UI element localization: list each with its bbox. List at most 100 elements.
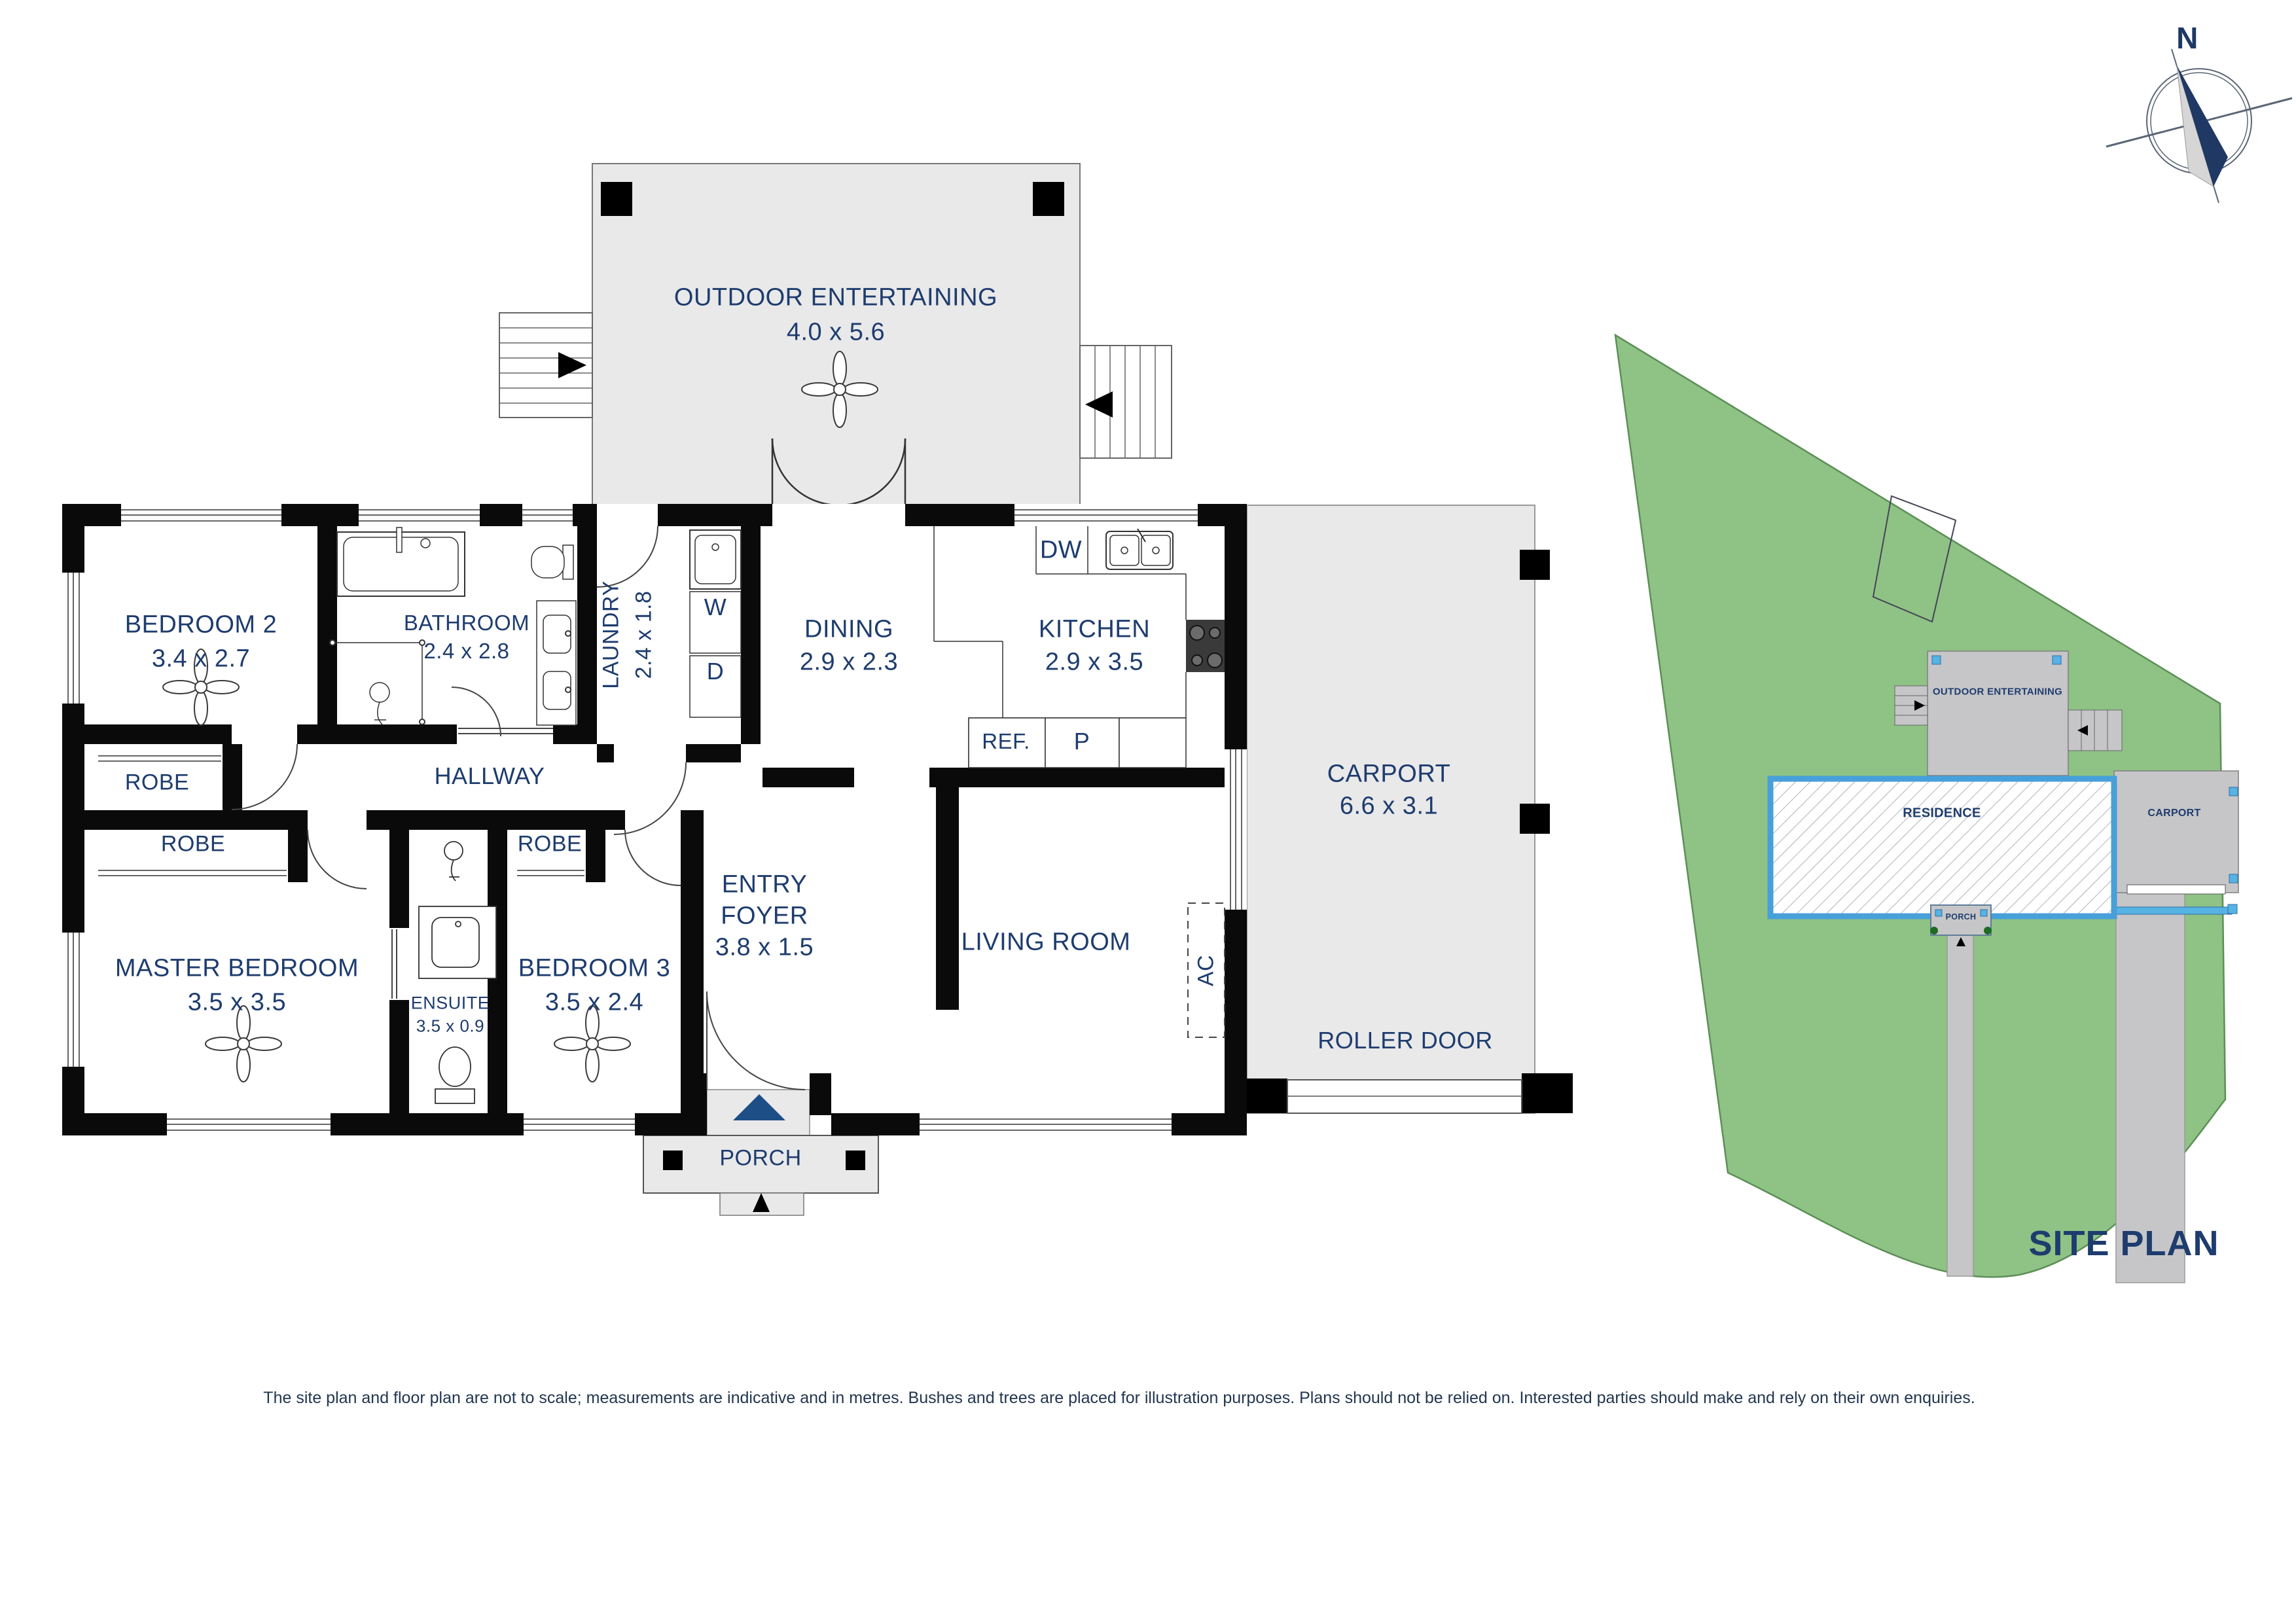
kitchen-name: KITCHEN bbox=[1038, 615, 1151, 643]
porch-name: PORCH bbox=[719, 1145, 802, 1171]
robe-label: ROBE bbox=[124, 770, 190, 795]
dryer-label: D bbox=[706, 658, 725, 685]
kitchen-fixtures bbox=[933, 526, 1225, 768]
stairs-arrow-icon bbox=[1085, 391, 1113, 418]
ensuite-fixtures bbox=[418, 841, 497, 1104]
roller-door bbox=[1287, 1079, 1522, 1114]
site-entry-arrow-icon bbox=[1956, 937, 1965, 946]
bedroom3-name: BEDROOM 3 bbox=[518, 954, 671, 982]
site-porch bbox=[1930, 904, 1992, 946]
carport-area bbox=[1246, 505, 1573, 1114]
shower-rose bbox=[369, 682, 390, 703]
laundry-fixtures bbox=[689, 529, 742, 718]
roller-door-label: ROLLER DOOR bbox=[1318, 1027, 1493, 1054]
kitchen-dims: 2.9 x 3.5 bbox=[1045, 648, 1144, 676]
ac-label: AC bbox=[1193, 954, 1219, 987]
site-stairs bbox=[1894, 685, 2123, 751]
stairs-right bbox=[1079, 345, 1172, 459]
entry-foyer-dims: 3.8 x 1.5 bbox=[715, 933, 814, 961]
bathroom-dims: 2.4 x 2.8 bbox=[423, 639, 510, 663]
entry-foyer-line1: ENTRY bbox=[721, 870, 808, 899]
bush-icon bbox=[1984, 927, 1992, 935]
fan-icon bbox=[205, 1005, 282, 1082]
site-path bbox=[1946, 933, 1974, 1277]
compass-needle bbox=[2177, 65, 2228, 187]
dryer-box bbox=[689, 655, 742, 718]
fridge-label: REF. bbox=[982, 729, 1030, 753]
carport-post bbox=[1520, 804, 1550, 834]
site-residence bbox=[1767, 776, 2117, 919]
entry-arrow-icon bbox=[753, 1193, 770, 1212]
porch-post bbox=[663, 1150, 683, 1170]
deck-post bbox=[601, 182, 632, 216]
carport-dims: 6.6 x 3.1 bbox=[1339, 792, 1439, 820]
site-roller-door bbox=[2126, 884, 2226, 895]
porch-post bbox=[846, 1150, 865, 1170]
carport-post bbox=[1522, 1073, 1573, 1113]
site-plan-title: SITE PLAN bbox=[2028, 1224, 2219, 1263]
compass-icon bbox=[2106, 48, 2293, 204]
disclaimer-text: The site plan and floor plan are not to … bbox=[263, 1389, 1975, 1407]
bedroom2-name: BEDROOM 2 bbox=[124, 611, 278, 639]
bedroom2-dims: 3.4 x 2.7 bbox=[151, 645, 251, 673]
kitchen-sink bbox=[1105, 528, 1174, 570]
shower-rose bbox=[444, 841, 463, 861]
washer-label: W bbox=[704, 594, 727, 620]
outdoor-dims: 4.0 x 5.6 bbox=[786, 318, 886, 346]
dining-name: DINING bbox=[804, 615, 893, 643]
dishwasher-label: DW bbox=[1039, 536, 1083, 564]
ac-unit bbox=[1187, 902, 1225, 1038]
bush-icon bbox=[1930, 927, 1938, 935]
site-carport bbox=[2113, 770, 2239, 893]
robe-label: ROBE bbox=[517, 831, 583, 857]
porch-area bbox=[643, 1089, 879, 1216]
site-shed-outline bbox=[1872, 495, 1957, 623]
robe-shelves bbox=[98, 755, 584, 876]
laundry-name: LAUNDRY bbox=[598, 580, 624, 689]
pantry bbox=[1045, 717, 1120, 768]
stairs-left bbox=[499, 312, 593, 418]
ensuite-dims: 3.5 x 0.9 bbox=[416, 1016, 485, 1036]
pantry-label: P bbox=[1073, 728, 1090, 755]
outdoor-entertaining-area bbox=[499, 163, 1172, 507]
carport-name: CARPORT bbox=[1327, 760, 1451, 788]
interior-walls bbox=[62, 526, 1225, 1113]
double-door-arcs bbox=[771, 438, 906, 507]
bathroom-name: BATHROOM bbox=[403, 611, 530, 635]
deck-post bbox=[1033, 182, 1064, 216]
carport-post bbox=[1520, 550, 1550, 580]
site-residence-label: RESIDENCE bbox=[1903, 806, 1981, 821]
site-porch-label: PORCH bbox=[1945, 912, 1977, 921]
laundry-dims: 2.4 x 1.8 bbox=[631, 590, 656, 679]
bedroom3-dims: 3.5 x 2.4 bbox=[545, 988, 644, 1016]
cooktop bbox=[1186, 620, 1225, 672]
fridge-space bbox=[968, 717, 1046, 768]
fan-icon bbox=[162, 649, 240, 726]
toilet bbox=[439, 1046, 471, 1087]
entry-triangle-icon bbox=[733, 1094, 785, 1120]
stairs-arrow-icon bbox=[558, 352, 586, 378]
ceiling-fan-icons bbox=[162, 351, 878, 1082]
robe-label: ROBE bbox=[160, 831, 226, 857]
fan-icon bbox=[801, 351, 878, 428]
site-plan bbox=[1614, 333, 2239, 1283]
washer-box bbox=[689, 591, 742, 654]
site-carport-label: CARPORT bbox=[2147, 808, 2201, 819]
site-outdoor-area bbox=[1927, 651, 2069, 776]
ensuite-name: ENSUITE bbox=[410, 993, 490, 1013]
living-room-name: LIVING ROOM bbox=[961, 928, 1131, 956]
bathroom-fixtures bbox=[329, 527, 577, 726]
compass-north-label: N bbox=[2176, 21, 2198, 55]
site-driveway bbox=[2115, 892, 2185, 1283]
fan-icon bbox=[554, 1005, 631, 1082]
master-bedroom-name: MASTER BEDROOM bbox=[115, 954, 359, 982]
dining-dims: 2.9 x 2.3 bbox=[799, 648, 899, 676]
entry-foyer-line2: FOYER bbox=[721, 902, 808, 930]
hallway-name: HALLWAY bbox=[434, 762, 545, 789]
site-outdoor-label: OUTDOOR ENTERTAINING bbox=[1932, 686, 2063, 698]
door-arcs bbox=[231, 526, 806, 1090]
windows bbox=[62, 504, 1247, 1135]
master-bedroom-dims: 3.5 x 3.5 bbox=[187, 988, 287, 1016]
